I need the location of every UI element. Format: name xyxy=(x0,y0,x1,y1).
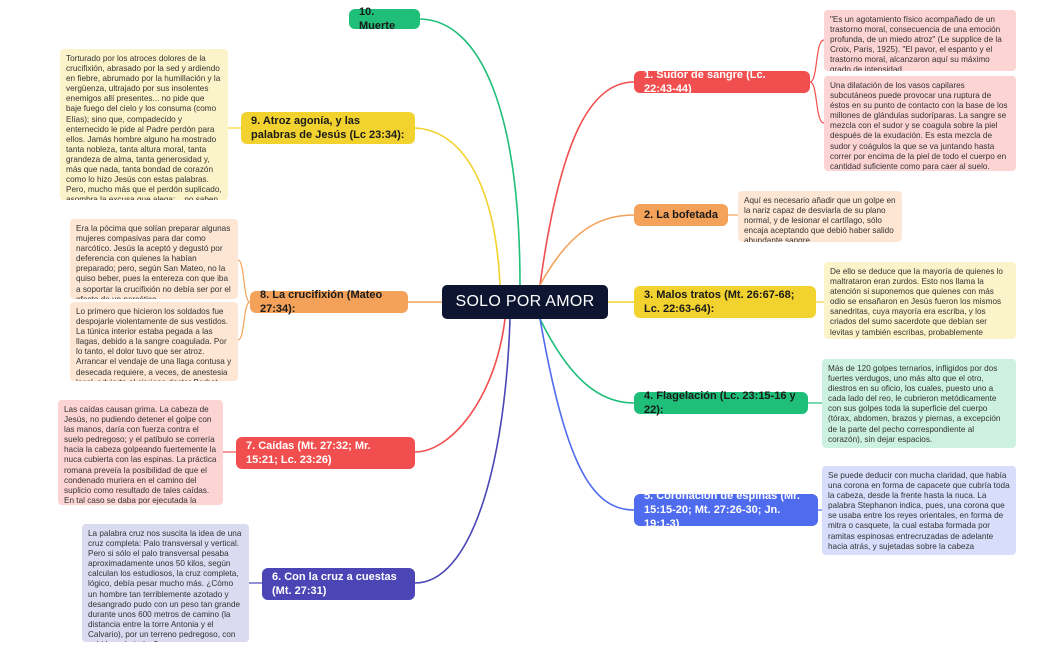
note-flagelacion: Más de 120 golpes ternarios, infligidos … xyxy=(822,359,1016,448)
branch-muerte[interactable]: 10. Muerte xyxy=(349,6,420,32)
branch-malos-tratos[interactable]: 3. Malos tratos (Mt. 26:67-68; Lc. 22:63… xyxy=(634,286,816,318)
link-agonia xyxy=(414,127,501,286)
link-caidas xyxy=(414,318,506,453)
link-note-1b xyxy=(809,81,825,124)
link-flagelacion xyxy=(539,318,635,404)
link-note-8b xyxy=(237,301,251,341)
central-topic[interactable]: SOLO POR AMOR xyxy=(442,285,608,319)
link-coronacion xyxy=(539,318,635,511)
branch-caidas[interactable]: 7. Caídas (Mt. 27:32; Mr. 15:21; Lc. 23:… xyxy=(236,437,415,469)
note-coronacion: Se puede deducir con mucha claridad, que… xyxy=(822,466,1016,555)
link-note-1a xyxy=(809,39,825,83)
note-sudor-2: Una dilatación de los vasos capilares su… xyxy=(824,76,1016,171)
branch-la-bofetada[interactable]: 2. La bofetada xyxy=(634,204,728,226)
branch-coronacion-de-espinas[interactable]: 5. Coronación de espinas (Mr. 15:15-20; … xyxy=(634,490,818,530)
link-cruz xyxy=(414,318,511,584)
link-bofetada xyxy=(539,214,635,286)
branch-con-la-cruz-a-cuestas[interactable]: 6. Con la cruz a cuestas (Mt. 27:31) xyxy=(262,568,415,600)
branch-flagelacion[interactable]: 4. Flagelación (Lc. 23:15-16 y 22): xyxy=(634,390,808,416)
link-sudor xyxy=(539,81,635,286)
note-crucifixion-2: Lo primero que hicieron los soldados fue… xyxy=(70,302,238,381)
note-sudor-1: "Es un agotamiento físico acompañado de … xyxy=(824,10,1016,71)
link-muerte xyxy=(419,18,521,286)
link-note-8a xyxy=(237,259,251,303)
note-agonia: Torturado por los atroces dolores de la … xyxy=(60,49,228,200)
branch-la-crucifixion[interactable]: 8. La crucifixión (Mateo 27:34): xyxy=(250,289,408,315)
branch-sudor-de-sangre[interactable]: 1. Sudor de sangre (Lc. 22:43-44) xyxy=(634,69,810,95)
note-crucifixion-1: Era la pócima que solían preparar alguna… xyxy=(70,219,238,299)
note-caidas: Las caídas causan grima. La cabeza de Je… xyxy=(58,400,223,505)
branch-atroz-agonia[interactable]: 9. Atroz agonía, y las palabras de Jesús… xyxy=(241,112,415,144)
note-cruz: La palabra cruz nos suscita la idea de u… xyxy=(82,524,249,642)
note-malos-tratos: De ello se deduce que la mayoría de quie… xyxy=(824,262,1016,339)
note-bofetada: Aquí es necesario añadir que un golpe en… xyxy=(738,191,902,242)
